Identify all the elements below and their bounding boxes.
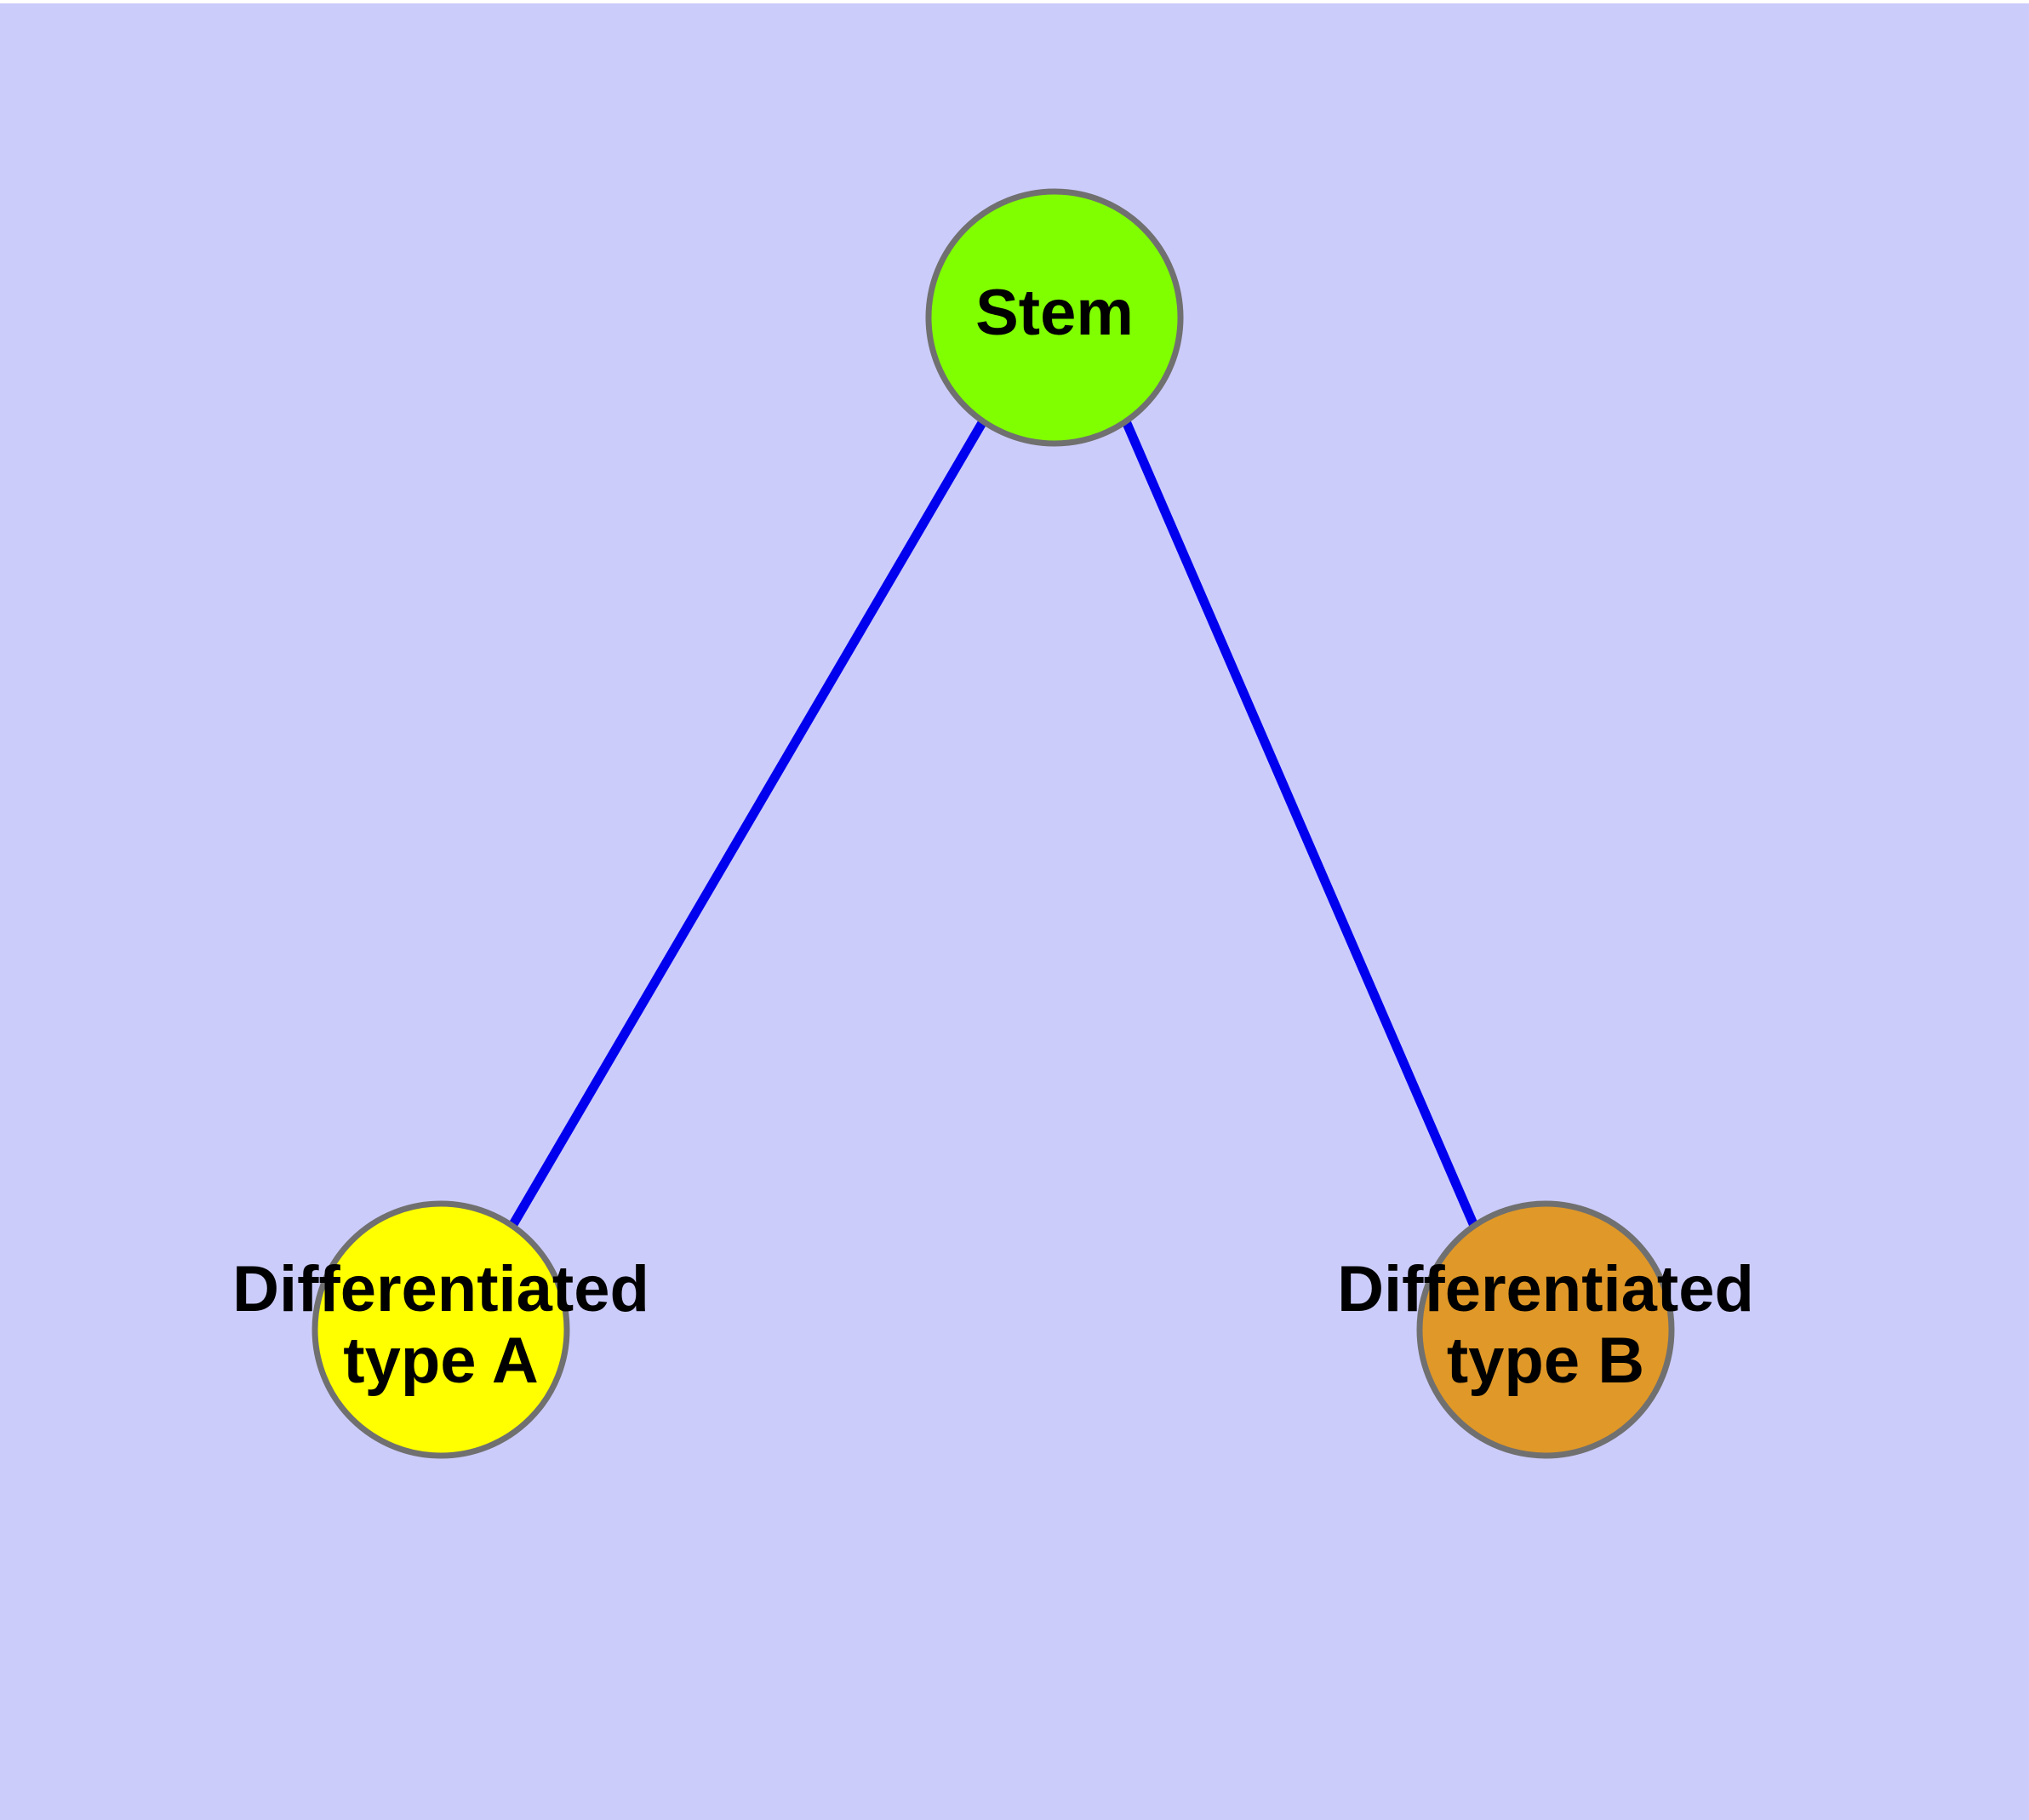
node-diff-b[interactable] bbox=[1416, 1200, 1675, 1459]
node-label-stem: Stem bbox=[975, 277, 1134, 349]
top-white-strip bbox=[0, 0, 2029, 3]
node-label-line: Differentiated bbox=[1337, 1253, 1754, 1325]
node-label-line: type A bbox=[343, 1325, 538, 1397]
node-stem[interactable] bbox=[925, 188, 1184, 447]
edges-layer bbox=[508, 419, 1479, 1228]
node-label-line: Stem bbox=[975, 277, 1134, 349]
node-diff-a[interactable] bbox=[311, 1200, 570, 1459]
edge-stem-to-diff-a bbox=[508, 419, 987, 1228]
edge-stem-to-diff-b bbox=[1121, 419, 1479, 1228]
node-label-line: Differentiated bbox=[232, 1253, 649, 1325]
node-label-line: type B bbox=[1447, 1325, 1644, 1397]
nodes-layer bbox=[311, 188, 1675, 1459]
